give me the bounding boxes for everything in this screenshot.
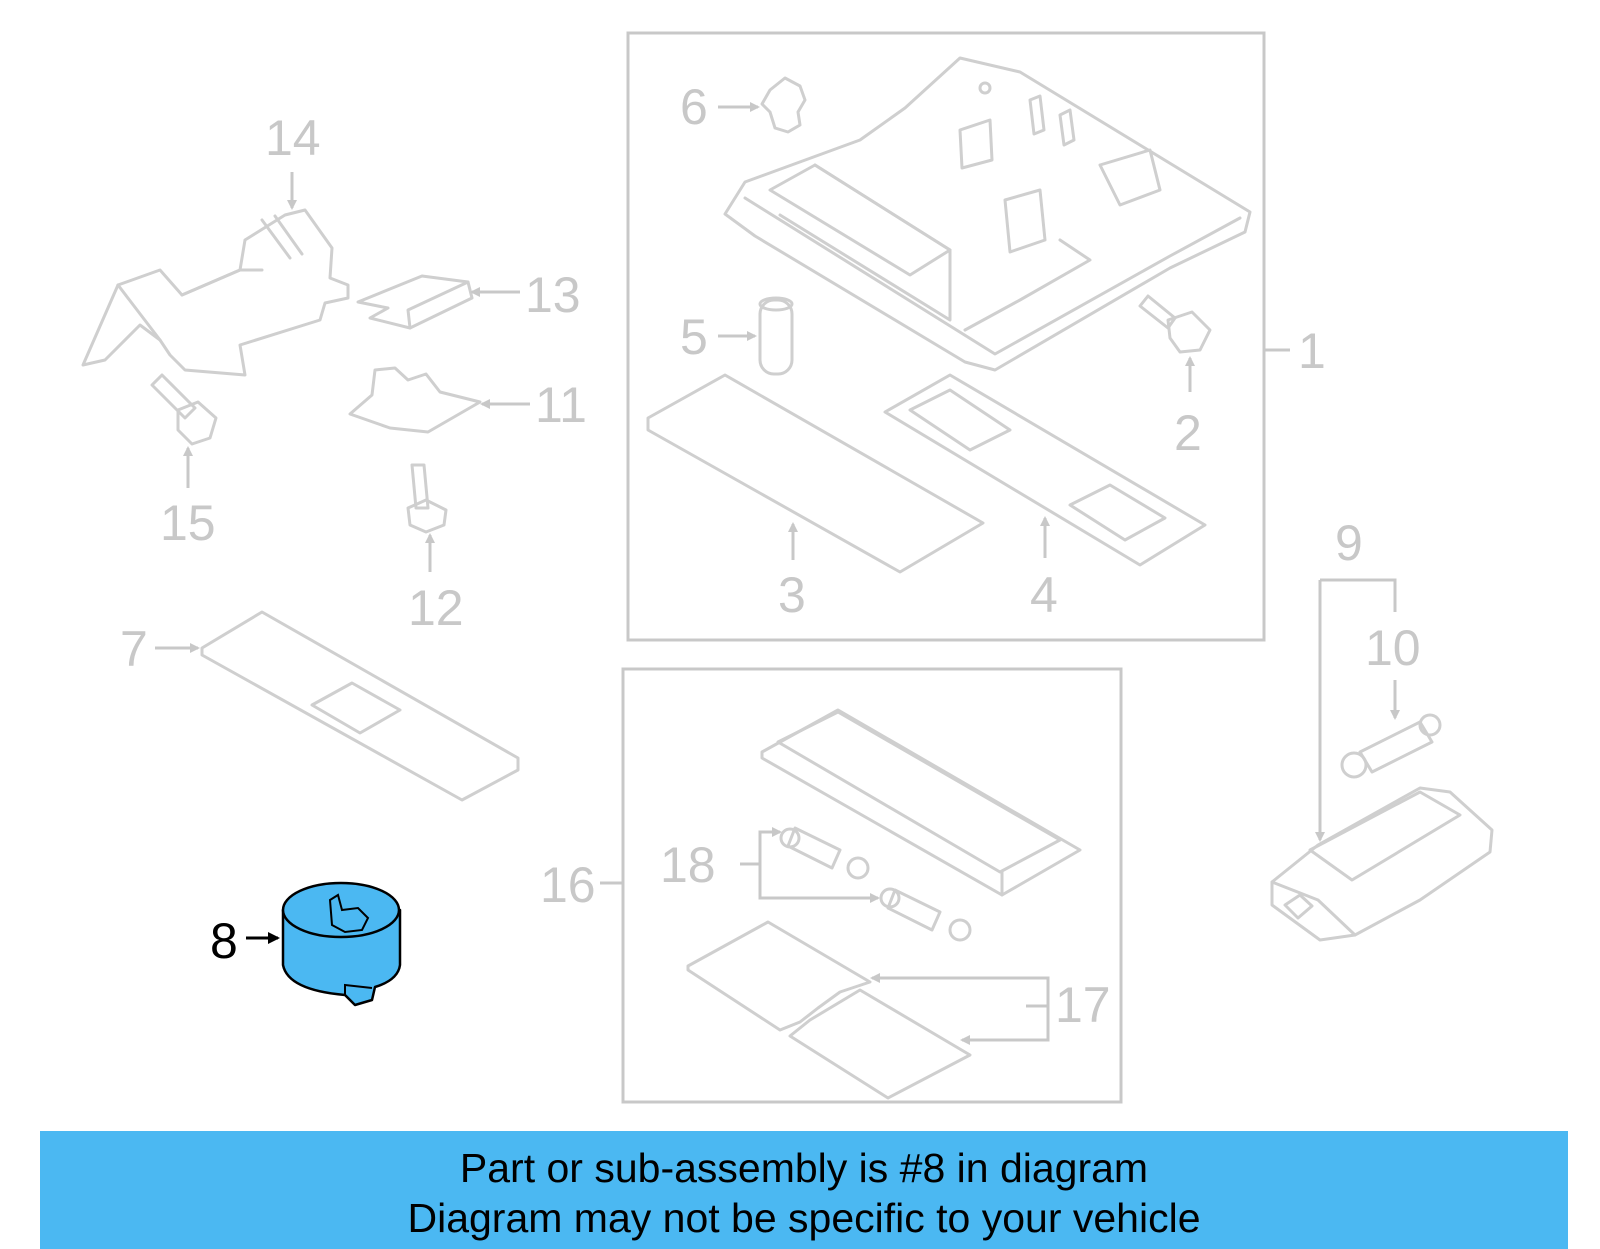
part-3-pad [646, 373, 985, 574]
callout-10: 10 [1365, 620, 1421, 676]
callout-9: 9 [1335, 515, 1363, 571]
callout-5: 5 [680, 309, 708, 365]
part-18-bulbs [740, 826, 972, 942]
part-12-bolt [406, 463, 448, 572]
callout-1: 1 [1298, 323, 1326, 379]
part-1-console-housing [723, 56, 1252, 372]
callout-7: 7 [120, 621, 148, 677]
callout-16: 16 [540, 857, 596, 913]
callout-15: 15 [160, 495, 216, 551]
assembly-box-16 [621, 667, 1123, 1104]
part-11-bracket [348, 366, 530, 434]
part-7-lens [155, 610, 520, 802]
part-15-bolt [150, 373, 218, 488]
part-10-bulb [1340, 680, 1442, 779]
part-9-map-light [1270, 578, 1494, 942]
callout-17: 17 [1055, 977, 1111, 1033]
callout-14: 14 [265, 110, 321, 166]
part-4-lens [883, 373, 1207, 567]
part-14-bracket [81, 172, 350, 377]
callout-2: 2 [1174, 405, 1202, 461]
part-6-clip [718, 76, 807, 134]
part-5-bulb [718, 296, 794, 376]
info-banner: Part or sub-assembly is #8 in diagram Di… [40, 1131, 1568, 1249]
callout-6: 6 [680, 79, 708, 135]
part-16-lens [600, 708, 1082, 897]
callout-8: 8 [210, 913, 238, 969]
part-2-screw [1138, 294, 1212, 392]
banner-line-part: Part or sub-assembly is #8 in diagram [459, 1145, 1149, 1191]
callout-18: 18 [660, 837, 716, 893]
part-13-bracket [356, 274, 520, 330]
callout-3: 3 [778, 567, 806, 623]
assembly-box-1 [626, 31, 1266, 642]
banner-line-disclaimer: Diagram may not be specific to your vehi… [407, 1195, 1201, 1241]
callout-12: 12 [408, 580, 464, 636]
part-17-sheets [686, 920, 1050, 1100]
callout-13: 13 [525, 267, 581, 323]
callout-4: 4 [1030, 567, 1058, 623]
callout-11: 11 [535, 377, 587, 433]
part-8-cap-highlighted [246, 881, 402, 1007]
